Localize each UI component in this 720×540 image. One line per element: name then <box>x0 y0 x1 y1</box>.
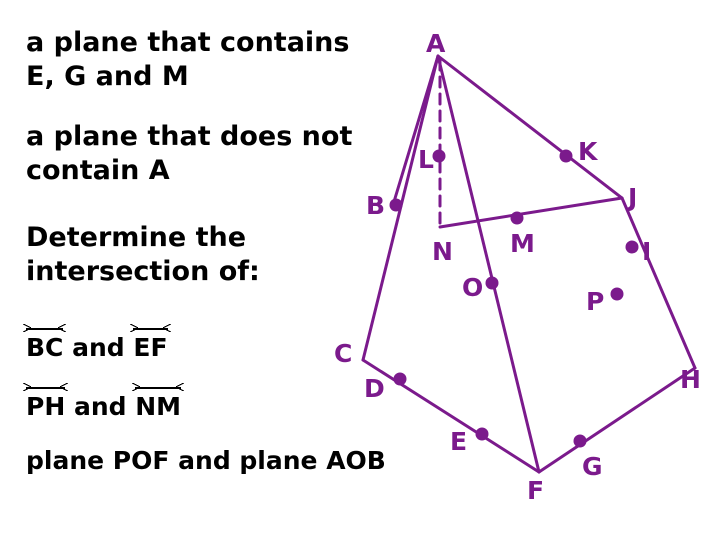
and-word: and <box>63 333 134 362</box>
point-label-h: H <box>680 365 701 394</box>
question-text-line: E, G and M <box>26 61 189 92</box>
line-ph: PH <box>22 383 69 421</box>
point-dot-g <box>573 434 587 448</box>
line-bc: BC <box>22 324 67 362</box>
diagram-labels: A L K B J N M I O P C H D E G F <box>334 29 701 505</box>
point-label-n: N <box>432 237 453 266</box>
point-label-o: O <box>462 273 483 302</box>
point-label-i: I <box>642 237 651 266</box>
point-label-j: J <box>626 183 637 212</box>
edge-f-h <box>537 366 697 474</box>
item-ph-and-nm: PH and NM <box>22 383 184 421</box>
edge-a-j <box>436 54 624 200</box>
question-determine-intersection: Determine the intersection of: <box>26 221 260 289</box>
edge-c-f <box>361 358 541 474</box>
point-dot-e <box>475 427 489 441</box>
line-ef: EF <box>130 324 171 362</box>
question-text-line: intersection of: <box>26 256 260 287</box>
diagram-edges <box>361 54 697 474</box>
point-label-d: D <box>364 374 385 403</box>
diagram-points <box>389 149 639 448</box>
question-plane-contains: a plane that contains E, G and M <box>26 26 349 94</box>
point-dot-l <box>432 149 446 163</box>
item-bc-and-ef: BC and EF <box>22 324 171 362</box>
point-dot-b <box>389 198 403 212</box>
question-plane-not-containing: a plane that does not contain A <box>26 120 352 188</box>
point-dot-p <box>610 287 624 301</box>
point-label-e: E <box>450 427 467 456</box>
point-label-k: K <box>578 137 599 166</box>
and-word: and <box>65 392 136 421</box>
item-plane-pof-and-plane-aob: plane POF and plane AOB <box>26 446 386 475</box>
point-label-m: M <box>510 229 535 258</box>
point-dot-o <box>485 276 499 290</box>
point-dot-d <box>393 372 407 386</box>
edge-a-f <box>436 54 541 474</box>
question-text-line: Determine the <box>26 222 247 253</box>
question-text-line: a plane that does not <box>26 121 353 152</box>
question-text-line: contain A <box>26 155 170 186</box>
point-label-a: A <box>426 29 446 58</box>
edge-n-j <box>438 196 624 229</box>
question-text-line: a plane that contains <box>26 27 350 58</box>
point-dot-k <box>559 149 573 163</box>
point-label-g: G <box>582 452 603 481</box>
line-nm: NM <box>132 383 184 421</box>
point-label-b: B <box>366 191 385 220</box>
edge-h-j <box>620 196 697 370</box>
point-label-c: C <box>334 339 352 368</box>
point-dot-i <box>625 240 639 254</box>
point-label-f: F <box>527 476 544 505</box>
point-label-p: P <box>586 287 604 316</box>
point-dot-m <box>510 211 524 225</box>
point-label-l: L <box>418 145 434 174</box>
